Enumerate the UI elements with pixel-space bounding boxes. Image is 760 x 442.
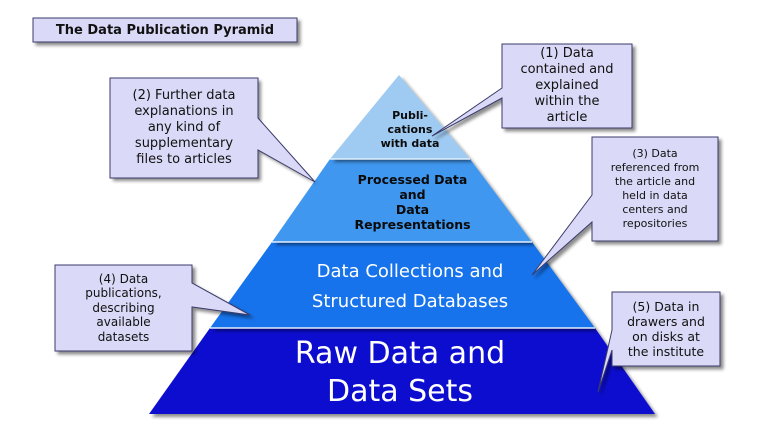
callout-3-line: centers and — [622, 203, 688, 216]
tier-1-line: with data — [380, 137, 440, 150]
pyramid-tier-3 — [210, 242, 595, 328]
callout-4-line: publications, — [85, 286, 162, 301]
callout-3-line: held in data — [622, 189, 688, 202]
callout-2-line: explanations in — [134, 104, 234, 119]
callout-1-line: explained — [535, 78, 599, 93]
callout-5-line: (5) Data in — [632, 299, 700, 314]
diagram-title: The Data Publication Pyramid — [55, 22, 275, 38]
tier-2-line: and — [399, 187, 426, 202]
callout-1-line: article — [546, 110, 588, 125]
callout-3-line: the article and — [614, 175, 696, 188]
callout-4-shape — [54, 264, 251, 352]
callout-5-line: the institute — [627, 344, 705, 359]
callout-1-line: contained and — [520, 62, 614, 77]
tier-2-label: Processed Data and Data Representations — [320, 170, 505, 234]
callout-4-text: (4) Data publications, describing availa… — [55, 265, 192, 351]
title-box — [32, 17, 298, 43]
callout-4-line: available — [96, 315, 151, 330]
tier-4-line: Data Sets — [326, 374, 474, 409]
callout-3-line: (3) Data — [632, 147, 678, 160]
callout-2-line: any kind of — [147, 120, 221, 135]
callout-2-text: (2) Further data explanations in any kin… — [110, 78, 258, 178]
callout-3-line: repositories — [622, 217, 688, 230]
callout-2-line: supplementary — [134, 136, 234, 151]
tier-3-line: Data Collections and — [316, 261, 504, 282]
tier-4-line: Raw Data and — [294, 336, 506, 371]
pyramid-tier-4 — [149, 328, 655, 414]
tier-2-line: Representations — [354, 217, 471, 232]
callout-5-line: on disks at — [632, 329, 700, 344]
callout-3-shape — [531, 136, 719, 276]
tier-4-label: Raw Data and Data Sets — [230, 330, 570, 416]
tier-1-line: Publi- — [392, 109, 428, 122]
tier-1-line: cations — [387, 123, 433, 136]
tier-3-label: Data Collections and Structured Database… — [260, 252, 560, 322]
callout-2-line: files to articles — [136, 152, 232, 167]
callout-3-line: referenced from — [610, 161, 700, 174]
callout-1-shape — [431, 43, 633, 137]
tier-2-line: Data — [395, 202, 430, 217]
tier-3-line: Structured Databases — [311, 291, 509, 312]
callout-5-shape — [597, 291, 721, 393]
callout-4-line: datasets — [97, 329, 150, 344]
pyramid-tier-2 — [272, 159, 532, 242]
tier-1-label: Publi- cations with data — [355, 105, 465, 155]
callout-2-outline — [109, 77, 316, 183]
pyramid-tier-1 — [330, 75, 470, 159]
callout-5-text: (5) Data in drawers and on disks at the … — [612, 292, 720, 366]
callout-2-line: (2) Further data — [132, 88, 236, 103]
callout-4-line: (4) Data — [98, 271, 149, 286]
callout-1-line: within the — [534, 94, 600, 109]
callout-4-line: describing — [92, 300, 155, 315]
tier-2-line: Processed Data — [357, 172, 468, 187]
callout-1-text: (1) Data contained and explained within … — [502, 44, 632, 128]
callout-5-line: drawers and — [627, 314, 705, 329]
callout-3-text: (3) Data referenced from the article and… — [592, 137, 718, 241]
callout-1-line: (1) Data — [540, 46, 594, 61]
